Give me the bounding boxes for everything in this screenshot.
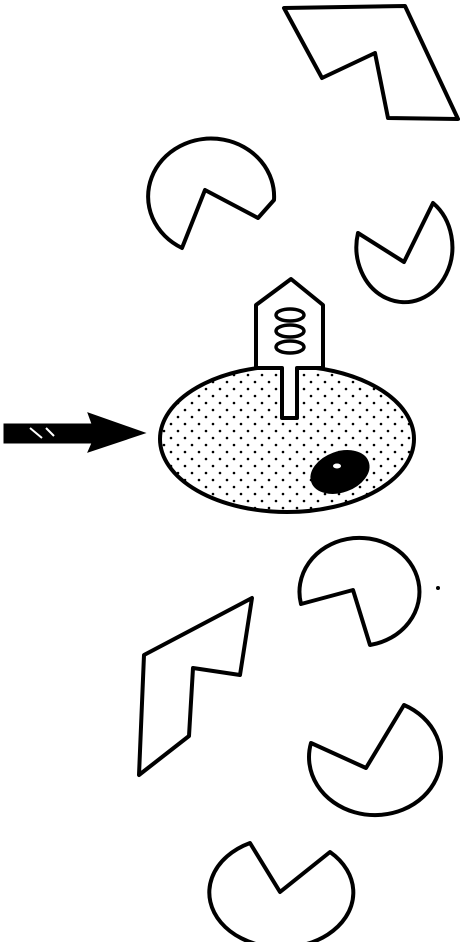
pacman-cutout-bottom (207, 841, 356, 942)
parallelogram-cutout-top (282, 4, 460, 121)
pointed-probe-with-coil (254, 277, 325, 420)
parallelogram-cutout-bottom (137, 596, 254, 777)
arrow-icon (3, 412, 147, 453)
pacman-cutout-upper-right (354, 201, 455, 305)
coil-loop (274, 323, 306, 339)
coil-loop (274, 307, 306, 323)
pacman-cutout-upper-left (146, 136, 277, 250)
dark-spot-highlight (333, 463, 341, 469)
pacman-cutout-middle-right (297, 535, 422, 647)
dark-spot (310, 450, 370, 494)
pacman-cutout-lower-right (307, 703, 444, 818)
speck (436, 586, 440, 590)
coil-loop (274, 339, 306, 355)
